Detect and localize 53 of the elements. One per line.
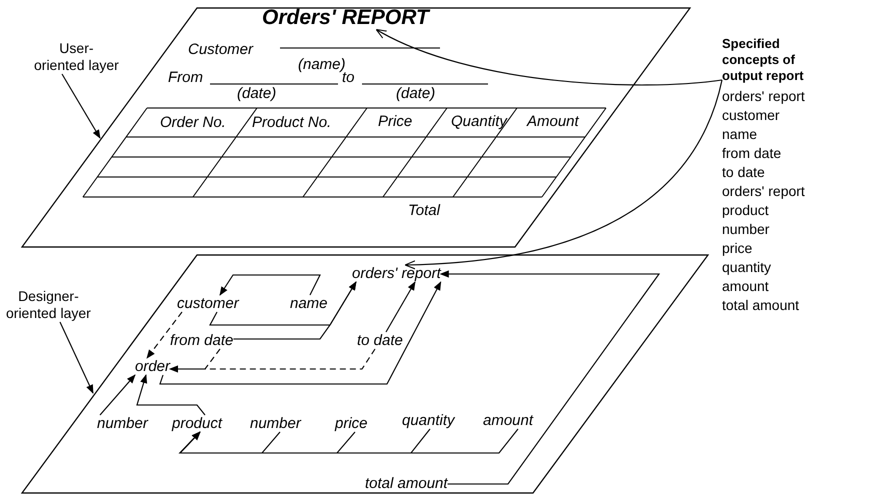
concept-label: amount: [483, 412, 534, 429]
arrow: [233, 281, 356, 340]
layer-caption: Designer- oriented layer: [6, 288, 91, 322]
curved-arrow: [404, 80, 723, 270]
arrow: [220, 274, 321, 296]
concept-label: total amount: [365, 475, 448, 492]
concept-label: orders' report: [352, 265, 441, 282]
list-item: orders' report: [722, 182, 806, 201]
arrow: [159, 281, 442, 385]
leader-line: [60, 322, 94, 394]
column-header: Order No.: [160, 114, 226, 131]
arrow: [100, 374, 136, 416]
layer-caption: User- oriented layer: [34, 40, 119, 74]
column-header: Price: [378, 113, 412, 130]
form-field-label: Customer: [188, 41, 254, 58]
list-item: total amount: [722, 296, 800, 315]
concept-label: customer: [177, 295, 239, 312]
list-item: quantity: [722, 258, 772, 277]
field-hint: (date): [237, 85, 276, 102]
concept-label: number: [97, 415, 148, 432]
concept-label: from date: [170, 332, 234, 349]
concept-label: product: [172, 415, 222, 432]
column-header: Product No.: [252, 114, 332, 131]
list-heading: Specified concepts of output report: [722, 36, 805, 84]
leader-line: [62, 74, 100, 139]
list-item: price: [722, 239, 754, 258]
concept-label: order: [135, 358, 170, 375]
arrow: [386, 281, 416, 332]
total-label: Total: [408, 202, 440, 219]
form-field-label: From: [168, 69, 203, 86]
report-title: Orders' REPORT: [262, 6, 429, 30]
list-item: product: [722, 201, 770, 220]
arrow: [178, 428, 518, 454]
concept-label: quantity: [402, 412, 455, 429]
arrow: [169, 348, 376, 373]
list-item: number: [722, 220, 770, 239]
concept-label: number: [250, 415, 301, 432]
list-item: orders' report: [722, 87, 806, 106]
concept-label: to date: [357, 332, 403, 349]
list-item: from date: [722, 144, 782, 163]
concept-label: price: [335, 415, 368, 432]
arrow: [440, 270, 660, 485]
arrow: [136, 374, 206, 416]
list-item: to date: [722, 163, 766, 182]
column-header: Quantity: [451, 113, 507, 130]
list-item: customer: [722, 106, 781, 125]
list-item: name: [722, 125, 758, 144]
concept-label: name: [290, 295, 328, 312]
column-header: Amount: [527, 113, 579, 130]
curved-arrow: [376, 29, 722, 86]
arrow: [146, 312, 182, 359]
list-item: amount: [722, 277, 770, 296]
field-hint: (date): [396, 85, 436, 102]
